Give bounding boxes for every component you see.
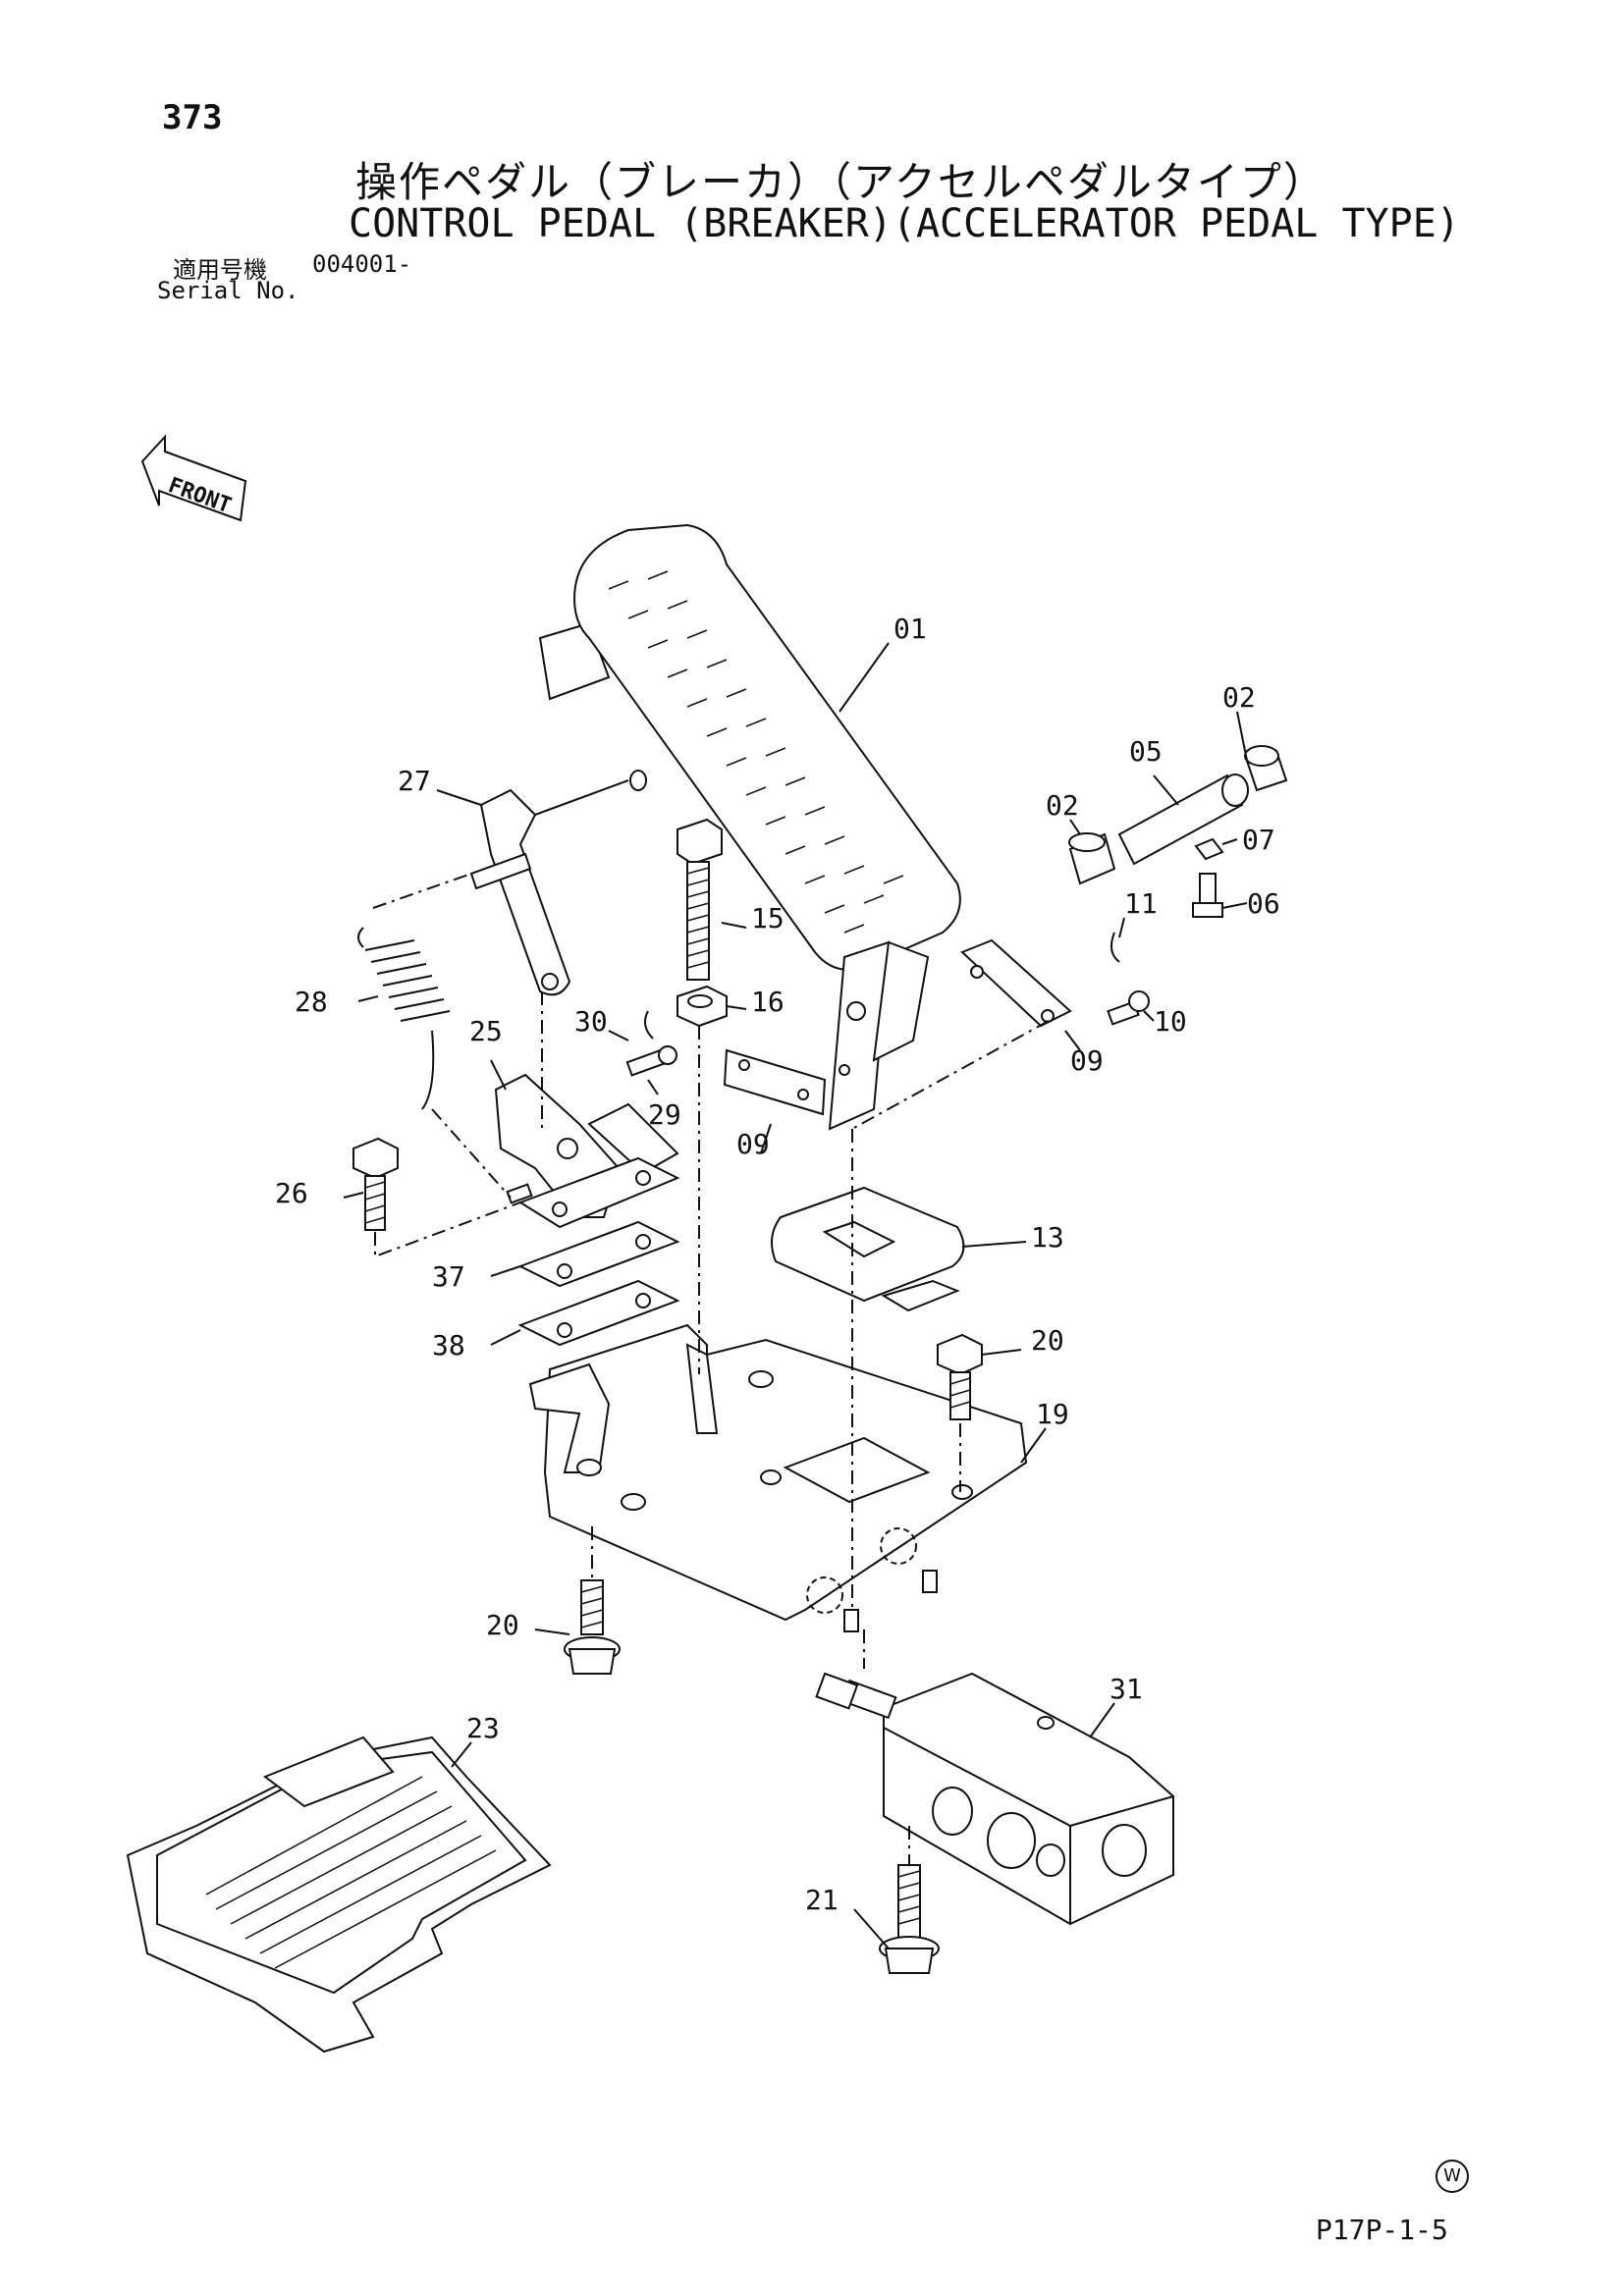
assembly-lines	[372, 873, 1050, 1865]
bolt-21-part	[879, 1864, 940, 1974]
page-title-jp: 操作ペダル（ブレーカ）（アクセルペダルタイプ）	[355, 158, 1326, 206]
callout-11: 11	[1124, 887, 1158, 920]
bolt-15-part	[677, 818, 728, 1028]
callout-20-a: 20	[1031, 1324, 1064, 1357]
w-mark-icon: W	[1435, 2160, 1469, 2193]
serial-label-jp: 適用号機	[173, 256, 267, 284]
callout-13: 13	[1031, 1221, 1064, 1254]
page-title-en: CONTROL PEDAL (BREAKER)(ACCELERATOR PEDA…	[349, 201, 1460, 246]
bracket-parts	[723, 932, 1150, 1116]
callout-38: 38	[432, 1329, 465, 1362]
callout-29: 29	[648, 1098, 681, 1131]
callout-27: 27	[398, 765, 431, 797]
serial-value: 004001-	[312, 250, 412, 278]
front-arrow-icon: FRONT	[140, 434, 247, 522]
floor-plate-part	[528, 1323, 1028, 1632]
callout-09-b: 09	[736, 1128, 770, 1160]
callout-19: 19	[1036, 1398, 1069, 1430]
callout-25: 25	[469, 1015, 503, 1047]
callout-37: 37	[432, 1260, 465, 1293]
callout-05: 05	[1129, 735, 1163, 768]
leader-lines	[343, 642, 1248, 1949]
callout-23: 23	[466, 1712, 500, 1744]
valve-part	[815, 1672, 1174, 1926]
callout-31: 31	[1110, 1673, 1143, 1705]
callout-16: 16	[751, 986, 785, 1018]
floor-mat-part	[126, 1735, 552, 2054]
callout-02-a: 02	[1222, 681, 1256, 714]
callout-01: 01	[893, 613, 927, 645]
callout-09-a: 09	[1070, 1044, 1104, 1077]
figure-code: P17P-1-5	[1316, 2214, 1448, 2246]
callout-30: 30	[574, 1005, 608, 1038]
bolt-20-lower-part	[564, 1579, 621, 1675]
cover-part	[771, 1186, 965, 1312]
callout-26: 26	[275, 1177, 308, 1209]
callout-21: 21	[805, 1884, 839, 1916]
callout-labels: 01 02 02 05 07 06 11 10 09 09 27 15 16 2…	[275, 613, 1280, 1916]
serial-label-en: Serial No.	[157, 277, 299, 304]
callout-02-b: 02	[1046, 789, 1079, 822]
callout-10: 10	[1154, 1005, 1187, 1038]
page-number: 373	[162, 98, 223, 137]
callout-28: 28	[295, 986, 328, 1018]
callout-15: 15	[751, 902, 785, 934]
base-bracket-part	[494, 1010, 680, 1347]
callout-06: 06	[1247, 887, 1280, 920]
pedal-part	[538, 523, 961, 1131]
bolt-20-upper-part	[937, 1333, 983, 1420]
callout-20-b: 20	[486, 1609, 519, 1641]
bolt-26-part	[352, 1137, 399, 1231]
spring-part	[357, 927, 451, 1110]
bushing-pin-parts	[1068, 745, 1288, 918]
callout-07: 07	[1242, 824, 1275, 856]
lever-part	[469, 770, 647, 996]
